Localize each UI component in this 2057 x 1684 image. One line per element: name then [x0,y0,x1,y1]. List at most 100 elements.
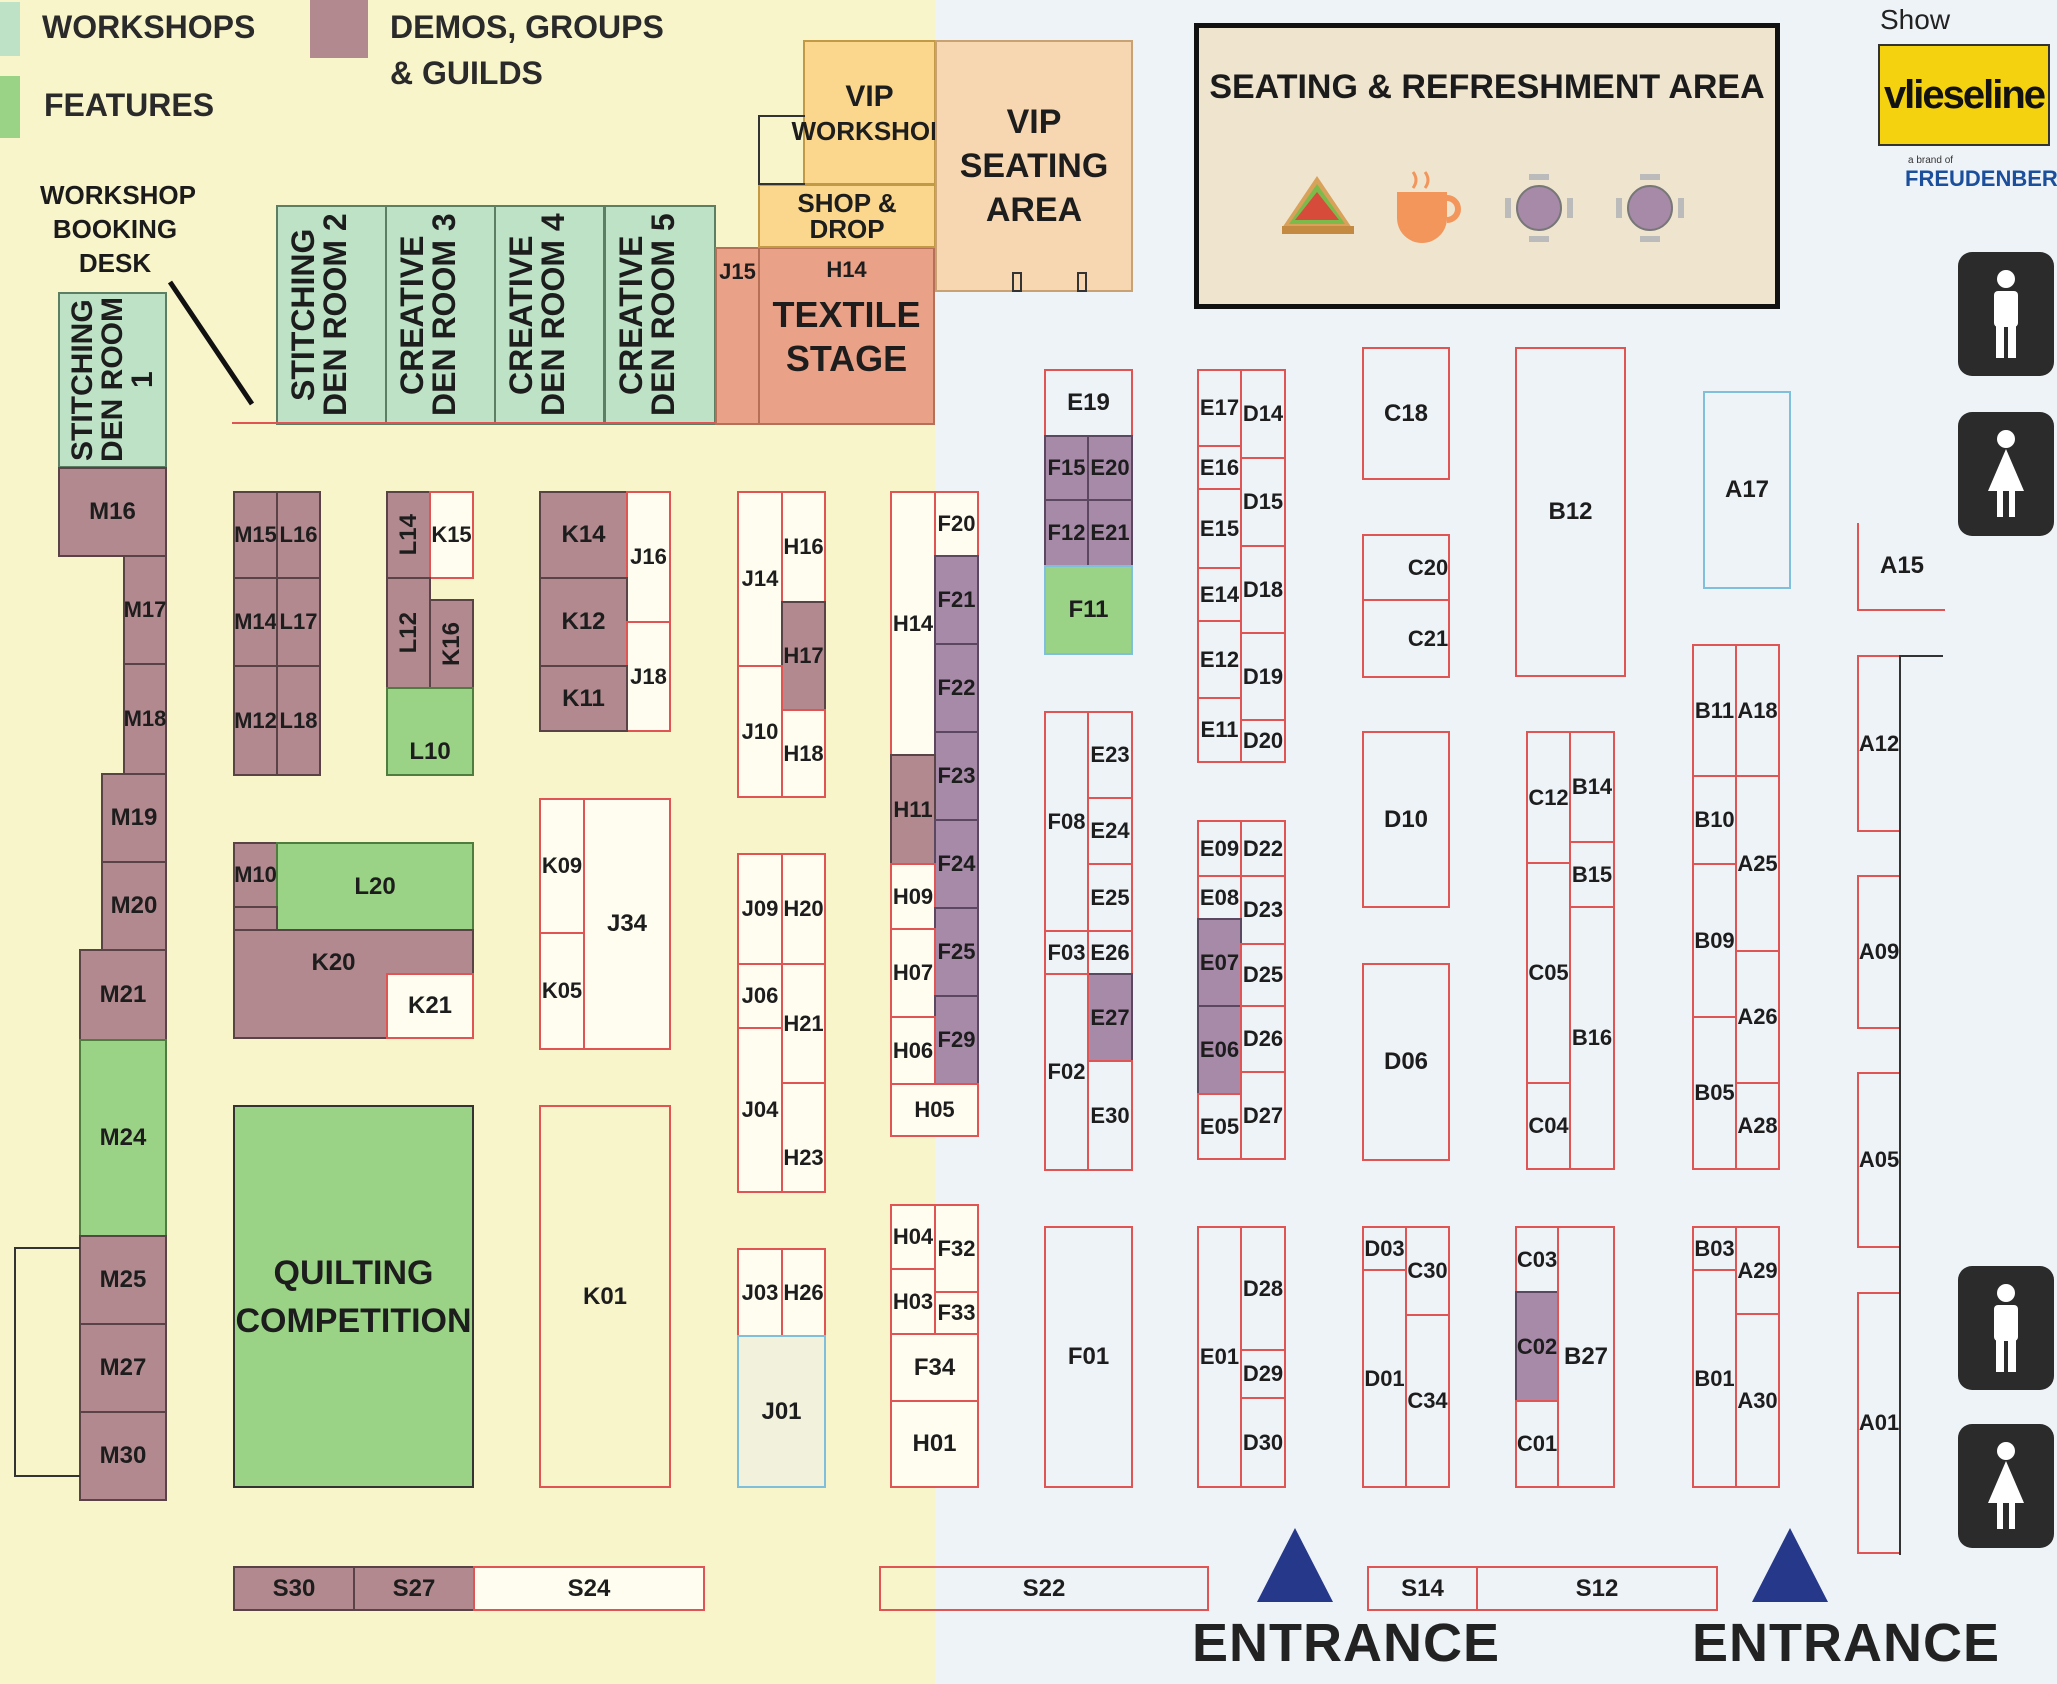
stand-b16[interactable]: B16 [1569,906,1615,1170]
female-toilet-icon[interactable] [1958,412,2054,536]
stand-l18[interactable]: L18 [276,665,321,776]
male-toilet-icon[interactable] [1958,252,2054,376]
stand-d25[interactable]: D25 [1240,943,1286,1007]
stand-c21[interactable]: C21 [1362,599,1450,678]
stand-h16[interactable]: H16 [781,491,826,603]
vip-workshop[interactable]: VIP WORKSHOP [792,40,948,185]
stand-f33[interactable]: F33 [934,1291,979,1335]
stand-e30[interactable]: E30 [1087,1060,1133,1171]
stand-f12[interactable]: F12 [1044,499,1089,567]
stand-m18[interactable]: M18 [123,663,167,775]
stand-j34[interactable]: J34 [583,798,671,1050]
stand-k12[interactable]: K12 [539,577,628,667]
stand-a12[interactable]: A12 [1857,655,1901,832]
stand-a15[interactable]: A15 [1857,523,1945,611]
stand-j16[interactable]: J16 [626,491,671,623]
stand-c03[interactable]: C03 [1515,1226,1559,1293]
stand-m24[interactable]: M24 [79,1039,167,1237]
stand-d29[interactable]: D29 [1240,1349,1286,1399]
female-toilet-icon-2[interactable] [1958,1424,2054,1548]
stand-e11[interactable]: E11 [1197,697,1242,763]
stand-d14[interactable]: D14 [1240,369,1286,459]
sponsor-logo[interactable]: vlieseline [1878,44,2050,146]
stand-m30[interactable]: M30 [79,1411,167,1501]
stand-d06[interactable]: D06 [1362,963,1450,1161]
stand-s24[interactable]: S24 [473,1566,705,1611]
stand-k15[interactable]: K15 [429,491,474,579]
entrance-label-1[interactable]: ENTRANCE [1192,1613,1501,1673]
stand-e17[interactable]: E17 [1197,369,1242,447]
stand-e25[interactable]: E25 [1087,863,1133,932]
stand-e07[interactable]: E07 [1197,918,1242,1007]
stand-a30[interactable]: A30 [1735,1313,1780,1488]
stand-s30[interactable]: S30 [233,1566,355,1611]
stand-e14[interactable]: E14 [1197,567,1242,622]
vip-seating-area[interactable]: VIP SEATING AREA [935,40,1133,292]
stand-c02[interactable]: C02 [1515,1291,1559,1402]
stand-j03[interactable]: J03 [737,1248,783,1337]
creative-den-room-5[interactable]: CREATIVE DEN ROOM 5 [604,205,716,425]
stand-j04[interactable]: J04 [737,1027,783,1193]
stand-e26[interactable]: E26 [1087,930,1133,975]
stand-m14[interactable]: M14 [233,577,278,667]
stand-h07[interactable]: H07 [890,928,936,1018]
stand-a29[interactable]: A29 [1735,1226,1780,1315]
stand-j15[interactable]: J15 [715,247,760,425]
stitching-den-room-2[interactable]: STITCHING DEN ROOM 2 [276,205,387,425]
stand-b10[interactable]: B10 [1692,775,1737,865]
stand-s22[interactable]: S22 [879,1566,1209,1611]
quilting-competition[interactable]: QUILTING COMPETITION [233,1105,474,1488]
stand-d23[interactable]: D23 [1240,875,1286,945]
stand-s14[interactable]: S14 [1367,1566,1478,1611]
stand-b14[interactable]: B14 [1569,731,1615,843]
stand-b12[interactable]: B12 [1515,347,1626,677]
stand-e21[interactable]: E21 [1087,499,1133,567]
stand-h17[interactable]: H17 [781,601,826,711]
stand-l20[interactable]: L20 [276,842,474,931]
stand-a05[interactable]: A05 [1857,1072,1901,1248]
stand-h04[interactable]: H04 [890,1204,936,1270]
stand-a28[interactable]: A28 [1735,1082,1780,1170]
stand-a01[interactable]: A01 [1857,1292,1901,1554]
stand-f22[interactable]: F22 [934,643,979,733]
stand-e23[interactable]: E23 [1087,711,1133,799]
stand-c05[interactable]: C05 [1526,862,1571,1084]
stand-h09[interactable]: H09 [890,863,936,930]
creative-den-room-3[interactable]: CREATIVE DEN ROOM 3 [385,205,496,425]
stand-e19[interactable]: E19 [1044,369,1133,437]
stand-d22[interactable]: D22 [1240,820,1286,877]
stand-e16[interactable]: E16 [1197,445,1242,490]
stand-c30[interactable]: C30 [1405,1226,1450,1316]
stand-h20[interactable]: H20 [781,853,826,965]
stand-b27[interactable]: B27 [1557,1226,1615,1488]
stand-m20[interactable]: M20 [101,861,167,951]
seating-refreshment-area[interactable]: SEATING & REFRESHMENT AREA [1194,23,1780,309]
stand-d26[interactable]: D26 [1240,1005,1286,1073]
stand-d19[interactable]: D19 [1240,632,1286,721]
stand-j06[interactable]: J06 [737,963,783,1029]
stand-c18[interactable]: C18 [1362,347,1450,480]
stand-f08[interactable]: F08 [1044,711,1089,932]
stand-h06[interactable]: H06 [890,1016,936,1085]
stand-c01[interactable]: C01 [1515,1400,1559,1488]
stand-f11[interactable]: F11 [1044,565,1133,655]
stand-f21[interactable]: F21 [934,555,979,645]
stand-m21[interactable]: M21 [79,949,167,1041]
stand-e08[interactable]: E08 [1197,875,1242,920]
stand-d28[interactable]: D28 [1240,1226,1286,1351]
stand-a18[interactable]: A18 [1735,644,1780,777]
stand-f32[interactable]: F32 [934,1204,979,1293]
stand-k09[interactable]: K09 [539,798,585,934]
stand-c20[interactable]: C20 [1362,534,1450,601]
stand-e05[interactable]: E05 [1197,1093,1242,1160]
stand-m27[interactable]: M27 [79,1323,167,1413]
stand-j18[interactable]: J18 [626,621,671,732]
stand-c04[interactable]: C04 [1526,1082,1571,1170]
stand-l17[interactable]: L17 [276,577,321,667]
stand-f25[interactable]: F25 [934,907,979,997]
stand-m19[interactable]: M19 [101,773,167,863]
stand-d10[interactable]: D10 [1362,731,1450,908]
stand-b03[interactable]: B03 [1692,1226,1737,1271]
shop-and-drop[interactable]: SHOP & DROP [758,184,936,248]
creative-den-room-4[interactable]: CREATIVE DEN ROOM 4 [494,205,605,425]
